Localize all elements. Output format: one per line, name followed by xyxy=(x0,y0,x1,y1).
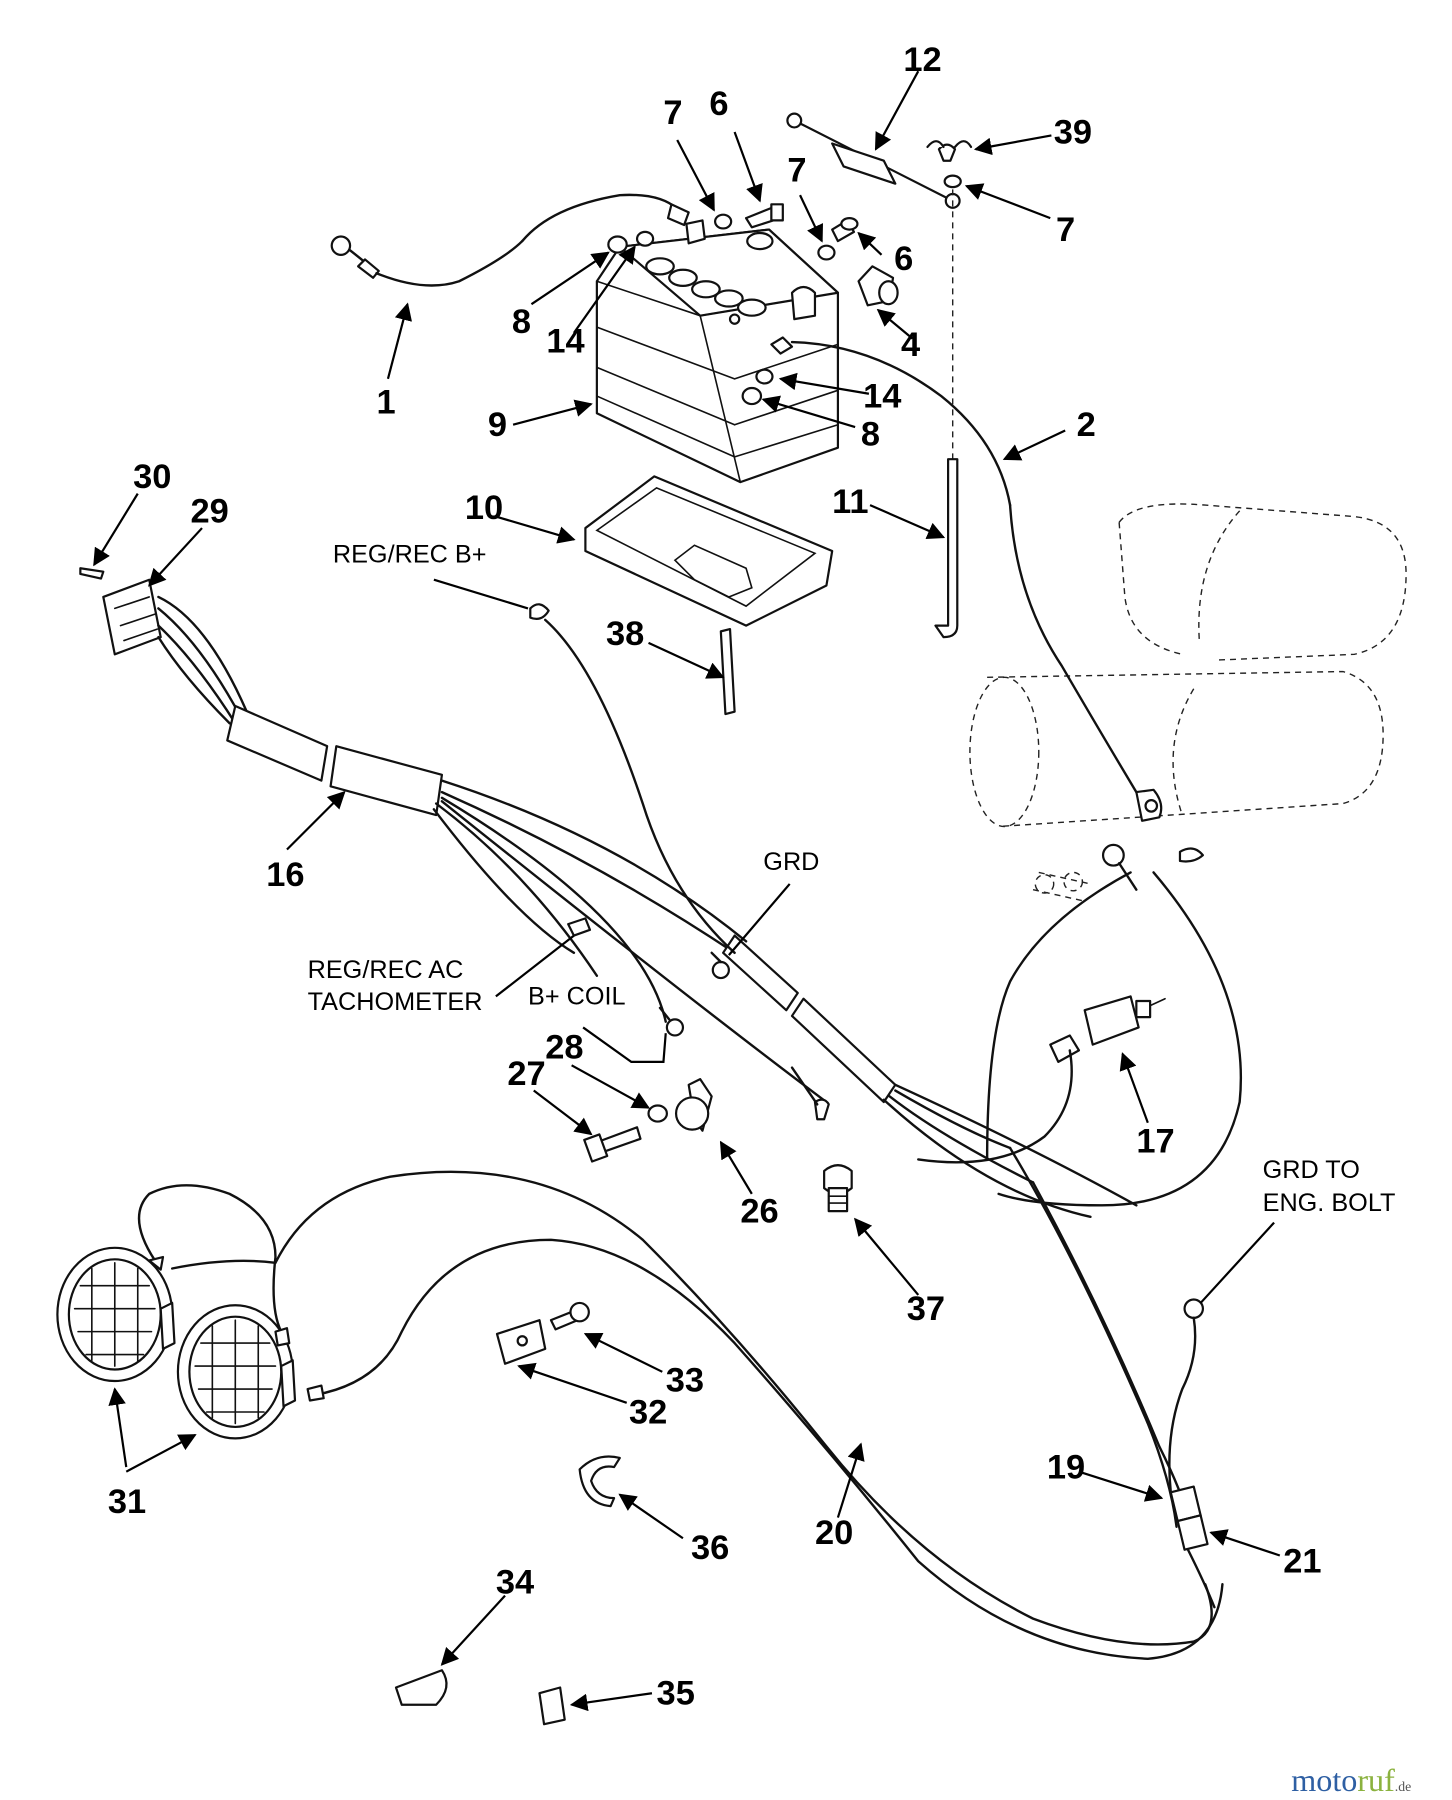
connector-19-21 xyxy=(1171,1487,1215,1608)
watermark-text: motoruf.de xyxy=(1291,1762,1411,1798)
starter-ring-terminal xyxy=(1103,845,1136,890)
ground-to-engine-bolt-wire xyxy=(1169,1299,1203,1492)
callout-1: 1 xyxy=(376,383,395,421)
callout-14-left: 14 xyxy=(546,322,584,360)
callout-14-right: 14 xyxy=(863,378,901,416)
callout-8-right: 8 xyxy=(861,415,880,453)
callout-16: 16 xyxy=(266,856,304,894)
clip-35 xyxy=(539,1688,564,1725)
callout-9: 9 xyxy=(488,406,507,444)
note-reg-rec-ac-line2: TACHOMETER xyxy=(308,988,483,1016)
clip-36 xyxy=(580,1456,620,1506)
reg-rec-bplus-wire xyxy=(530,604,734,952)
washer-7-rod xyxy=(945,176,961,187)
terminal-bolt-6-right xyxy=(832,218,857,241)
pin-30 xyxy=(80,568,103,578)
headlight-left xyxy=(57,1248,174,1381)
callout-36: 36 xyxy=(691,1529,729,1567)
callout-26: 26 xyxy=(740,1193,778,1231)
headlight-right xyxy=(178,1305,295,1438)
clamp-26 xyxy=(676,1079,712,1131)
callout-10: 10 xyxy=(465,489,503,527)
callout-6-right: 6 xyxy=(894,240,913,278)
terminal-bolt-6-upper xyxy=(746,204,783,227)
connector-29 xyxy=(103,580,160,655)
starter-spade xyxy=(1180,848,1203,861)
battery-tray-10 xyxy=(585,476,832,625)
watermark-logo: motoruf.de xyxy=(1291,1762,1411,1798)
nut-8-left xyxy=(608,236,626,252)
callout-2: 2 xyxy=(1077,406,1096,444)
wire-notes: REG/REC B+ GRD REG/REC AC TACHOMETER B+ … xyxy=(308,540,1396,1217)
bolt-27 xyxy=(584,1127,640,1161)
callout-7-right: 7 xyxy=(1056,211,1075,249)
note-reg-rec-ac-line1: REG/REC AC xyxy=(308,956,464,984)
callout-numbers: 1 2 4 6 6 7 7 7 8 8 9 10 11 12 14 14 16 … xyxy=(108,41,1322,1713)
washer-28 xyxy=(649,1105,667,1121)
switch-plug xyxy=(918,1035,1079,1162)
callout-29: 29 xyxy=(191,492,229,530)
clip-34 xyxy=(396,1670,447,1704)
note-bplus-coil: B+ COIL xyxy=(528,982,626,1010)
bracket-32 xyxy=(497,1320,545,1364)
bolt-33 xyxy=(551,1303,589,1329)
callout-12: 12 xyxy=(903,41,941,79)
switch-17 xyxy=(1085,996,1165,1044)
battery xyxy=(597,230,838,483)
battery-cable-1 xyxy=(332,195,689,286)
callout-33: 33 xyxy=(666,1361,704,1399)
callout-34: 34 xyxy=(496,1563,534,1601)
callout-17: 17 xyxy=(1136,1123,1174,1161)
hold-down-bracket-12 xyxy=(787,114,959,208)
callout-7-upper: 7 xyxy=(663,94,682,132)
callout-30: 30 xyxy=(133,458,171,496)
callout-39: 39 xyxy=(1054,113,1092,151)
callout-28: 28 xyxy=(545,1028,583,1066)
callout-38: 38 xyxy=(606,615,644,653)
strap-38 xyxy=(721,629,735,714)
callout-31: 31 xyxy=(108,1483,146,1521)
grommet-37 xyxy=(824,1165,852,1211)
callout-11: 11 xyxy=(832,483,868,521)
leader-lines xyxy=(94,71,1280,1713)
washer-7-upper xyxy=(715,215,731,229)
callout-6-upper: 6 xyxy=(709,85,728,123)
headlight-harness-20 xyxy=(139,1148,1222,1659)
battery-cable-2 xyxy=(771,338,1161,821)
reg-rec-ac-connector xyxy=(568,918,590,935)
note-reg-rec-bplus: REG/REC B+ xyxy=(333,540,487,568)
starter-motor-outline xyxy=(970,504,1406,901)
washer-14-left xyxy=(637,232,653,246)
note-grd-to-line1: GRD TO xyxy=(1263,1156,1360,1184)
ground-ring-terminal xyxy=(712,953,729,978)
washer-7-right xyxy=(818,246,834,260)
harness-branch-wire xyxy=(987,872,1130,1159)
callout-32: 32 xyxy=(629,1393,667,1431)
note-grd-to-line2: ENG. BOLT xyxy=(1263,1189,1396,1217)
wiring-harness-16 xyxy=(80,568,1136,1217)
callout-7-mid: 7 xyxy=(787,151,806,189)
callout-19: 19 xyxy=(1047,1449,1085,1487)
callout-27: 27 xyxy=(507,1055,545,1093)
callout-35: 35 xyxy=(657,1675,695,1713)
nut-8-right xyxy=(743,388,761,404)
wing-nut-39 xyxy=(927,141,971,161)
callout-8-left: 8 xyxy=(512,303,531,341)
callout-20: 20 xyxy=(815,1514,853,1552)
spade-terminal xyxy=(792,1068,829,1120)
ground-loop-wire xyxy=(999,872,1241,1205)
washer-14-right xyxy=(756,370,772,384)
callout-4: 4 xyxy=(901,326,920,364)
bplus-coil-terminal xyxy=(660,1008,683,1036)
terminal-cover-4 xyxy=(859,266,898,305)
battery-terminal-bolts xyxy=(686,220,815,323)
j-bolt-11 xyxy=(935,189,957,637)
callout-37: 37 xyxy=(907,1290,945,1328)
callout-21: 21 xyxy=(1283,1543,1321,1581)
note-grd: GRD xyxy=(763,848,819,876)
